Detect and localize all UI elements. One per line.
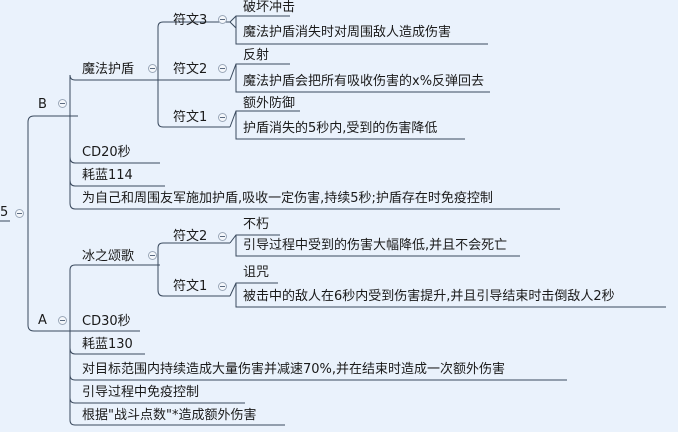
shield-rune2-desc: 魔法护盾会把所有吸收伤害的x%反弹回去 xyxy=(243,74,485,89)
song-immune: 引导过程中免疫控制 xyxy=(82,385,200,400)
shield-rune2-collapse-icon[interactable] xyxy=(218,64,227,73)
song-rune1-collapse-icon[interactable] xyxy=(218,282,227,291)
shield-rune1-desc: 护盾消失的5秒内,受到的伤害降低 xyxy=(243,121,438,136)
song-cost: 耗蓝130 xyxy=(82,337,133,352)
song-rune1-desc: 被击中的敌人在6秒内受到伤害提升,并且引导结束时击倒敌人2秒 xyxy=(243,289,615,304)
shield-cost: 耗蓝114 xyxy=(82,168,133,183)
shield-skill-label: 魔法护盾 xyxy=(82,62,135,77)
song-rune2-label: 符文2 xyxy=(173,229,208,244)
shield-rune2-label: 符文2 xyxy=(173,62,208,77)
shield-rune3-name: 破坏冲击 xyxy=(243,0,296,15)
shield-rune3-collapse-icon[interactable] xyxy=(218,15,227,24)
shield-rune1-name: 额外防御 xyxy=(243,96,296,111)
shield-rune1-label: 符文1 xyxy=(173,110,208,125)
node-b-label: B xyxy=(38,97,47,112)
song-rune2-collapse-icon[interactable] xyxy=(218,232,227,241)
shield-rune3-label: 符文3 xyxy=(173,13,208,28)
song-extra-damage: 根据"战斗点数"*造成额外伤害 xyxy=(82,408,257,423)
root-node-label: 5 xyxy=(0,205,9,220)
song-skill-label: 冰之颂歌 xyxy=(82,249,135,264)
shield-description: 为自己和周围友军施加护盾,吸收一定伤害,持续5秒;护盾存在时免疫控制 xyxy=(82,191,493,206)
song-rune1-label: 符文1 xyxy=(173,279,208,294)
shield-rune3-desc: 魔法护盾消失时对周围敌人造成伤害 xyxy=(243,25,452,40)
song-description: 对目标范围内持续造成大量伤害并减速70%,并在结束时造成一次额外伤害 xyxy=(82,362,506,377)
song-cd: CD30秒 xyxy=(82,314,131,329)
song-rune2-desc: 引导过程中受到的伤害大幅降低,并且不会死亡 xyxy=(243,238,508,253)
node-a-collapse-icon[interactable] xyxy=(58,316,67,325)
song-rune2-name: 不朽 xyxy=(243,217,270,232)
node-a-label: A xyxy=(38,313,47,328)
shield-cd: CD20秒 xyxy=(82,145,131,160)
node-b-collapse-icon[interactable] xyxy=(58,99,67,108)
song-rune1-name: 诅咒 xyxy=(243,265,270,280)
shield-rune1-collapse-icon[interactable] xyxy=(218,113,227,122)
song-collapse-icon[interactable] xyxy=(148,251,157,260)
shield-collapse-icon[interactable] xyxy=(148,64,157,73)
shield-rune2-name: 反射 xyxy=(243,48,270,63)
root-collapse-icon[interactable] xyxy=(15,209,24,218)
